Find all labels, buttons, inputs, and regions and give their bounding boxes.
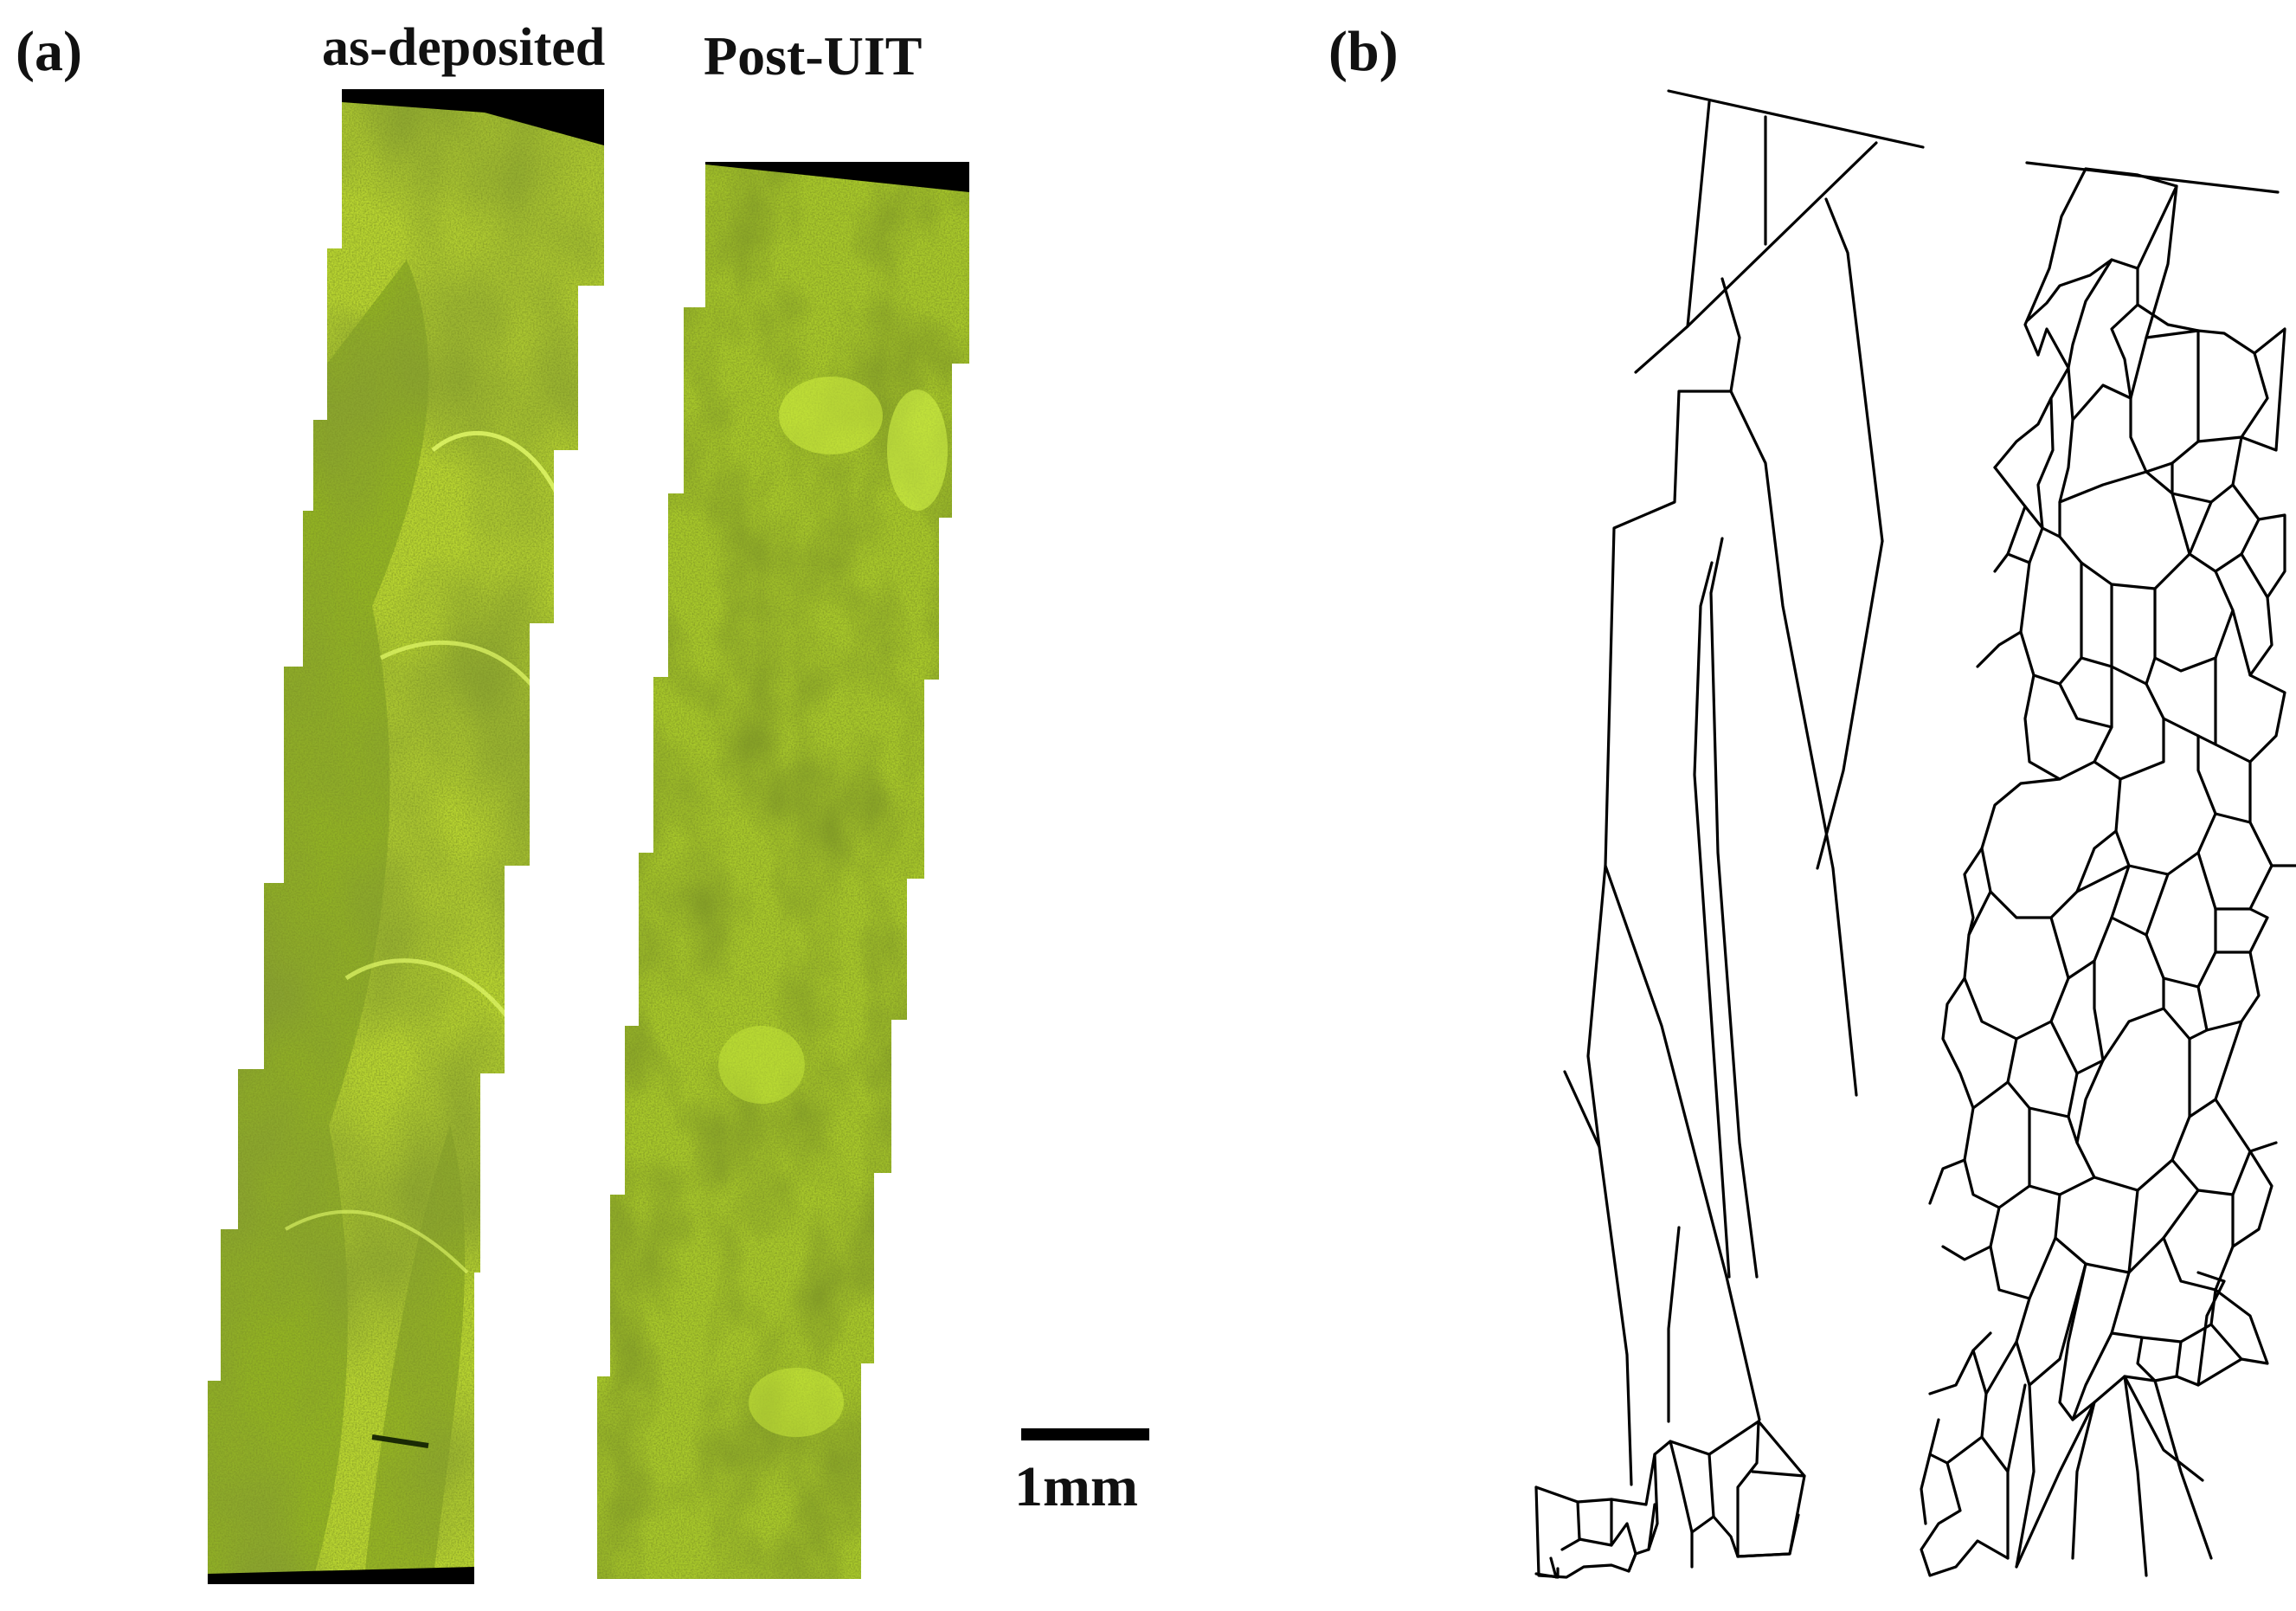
panel-b-label: (b)	[1328, 20, 1399, 83]
scale-bar	[1021, 1428, 1149, 1440]
post-uit-caption: Post-UIT	[704, 25, 923, 87]
as-deposited-grain-trace	[1534, 89, 1925, 1579]
panel-a-label: (a)	[16, 20, 82, 83]
post-uit-grain-trace	[1920, 161, 2296, 1577]
scale-bar-label: 1mm	[1014, 1455, 1138, 1518]
as-deposited-micrograph	[208, 89, 604, 1584]
as-deposited-caption: as-deposited	[322, 18, 606, 77]
post-uit-micrograph	[597, 162, 969, 1579]
grain-boundary-traces	[1534, 89, 2296, 1579]
